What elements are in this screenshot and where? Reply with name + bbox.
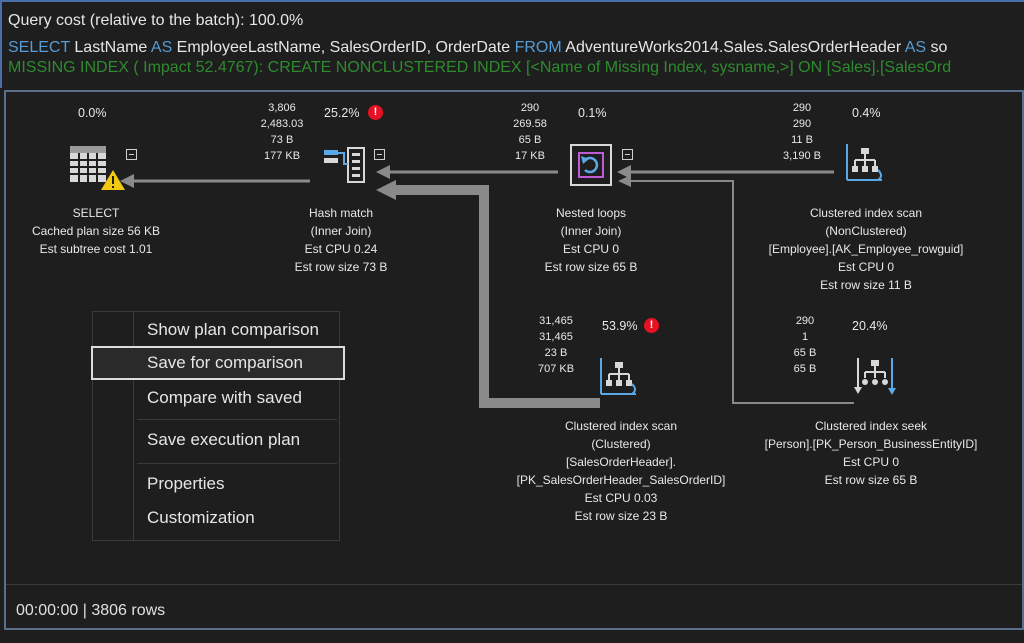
status-bar-text: 00:00:00 | 3806 rows	[16, 602, 166, 619]
warning-icon[interactable]: !	[644, 318, 659, 333]
employee-scan-detail-line: (NonClustered)	[825, 224, 907, 238]
sql-text: SELECT LastName AS EmployeeLastName, Sal…	[8, 39, 947, 57]
menu-gutter	[133, 312, 134, 540]
menu-item-customization[interactable]: Customization	[147, 508, 255, 527]
plan-connectors	[120, 165, 854, 408]
missing-index-text[interactable]: MISSING INDEX ( Impact 52.4767): CREATE …	[8, 59, 952, 76]
nested-loops-icon[interactable]	[568, 142, 616, 190]
nested-loops-node-name: Nested loops	[555, 206, 627, 220]
select-table-icon[interactable]	[68, 144, 128, 196]
clustered-index-seek-icon[interactable]	[852, 354, 898, 400]
hash-match-node-name: Hash match	[308, 206, 374, 220]
sql-text-segment: LastName	[69, 39, 151, 56]
sql-text-segment: AdventureWorks2014.Sales.SalesOrderHeade…	[561, 39, 905, 56]
seek-detail-line: Est row size 65 B	[824, 473, 918, 487]
warning-icon[interactable]: !	[368, 105, 383, 120]
hash-match-collapse-button[interactable]	[374, 149, 385, 160]
menu-separator	[137, 419, 337, 420]
seek-cost-percent: 20.4%	[852, 319, 888, 333]
soh-scan-cost-percent: 53.9%	[602, 319, 638, 333]
menu-item-save-for-comparison[interactable]: Save for comparison	[91, 346, 345, 380]
nested-loops-detail-line: (Inner Join)	[560, 224, 622, 238]
hash-match-detail-line: (Inner Join)	[310, 224, 372, 238]
nested-loops-cost-percent: 0.1%	[578, 106, 607, 120]
seek-detail-line: [Person].[PK_Person_BusinessEntityID]	[764, 437, 978, 451]
menu-separator	[137, 463, 337, 464]
soh-scan-detail-line: (Clustered)	[591, 437, 651, 451]
select-detail-line: Est subtree cost 1.01	[39, 242, 153, 256]
menu-item-save-execution-plan[interactable]: Save execution plan	[147, 430, 301, 449]
soh-scan-detail-line: Est row size 23 B	[574, 509, 668, 523]
select-node-name: SELECT	[72, 206, 120, 220]
soh-scan-detail-line: Est CPU 0.03	[584, 491, 658, 505]
menu-item-compare-with-saved[interactable]: Compare with saved	[147, 388, 302, 407]
nested-loops-detail-line: Est CPU 0	[562, 242, 619, 256]
sql-keyword: SELECT	[8, 39, 70, 56]
menu-item-properties[interactable]: Properties	[147, 474, 225, 493]
context-menu: Show plan comparison Save for comparison…	[91, 311, 345, 541]
query-cost-text: Query cost (relative to the batch): 100.…	[8, 12, 304, 29]
sql-text-segment: EmployeeLastName, SalesOrderID, OrderDat…	[172, 39, 515, 56]
hash-match-icon[interactable]	[322, 144, 368, 186]
menu-item-show-plan-comparison[interactable]: Show plan comparison	[147, 320, 319, 339]
employee-scan-cost-percent: 0.4%	[852, 106, 881, 120]
clustered-index-scan-icon[interactable]	[842, 140, 888, 186]
soh-scan-detail-line: [PK_SalesOrderHeader_SalesOrderID]	[516, 473, 726, 487]
query-header: Query cost (relative to the batch): 100.…	[0, 0, 1024, 88]
hash-match-cost-percent: 25.2%	[324, 106, 360, 120]
clustered-index-scan-icon[interactable]	[596, 354, 642, 400]
soh-scan-node-name: Clustered index scan	[564, 419, 678, 433]
employee-scan-detail-line: Est CPU 0	[837, 260, 894, 274]
sql-keyword: AS	[904, 39, 927, 56]
select-collapse-button[interactable]	[126, 149, 137, 160]
sql-text-segment: so	[926, 39, 948, 56]
seek-detail-line: Est CPU 0	[842, 455, 899, 469]
seek-node-name: Clustered index seek	[814, 419, 928, 433]
employee-scan-detail-line: Est row size 11 B	[820, 278, 912, 292]
nested-loops-detail-line: Est row size 65 B	[544, 260, 638, 274]
soh-scan-detail-line: [SalesOrderHeader].	[565, 455, 677, 469]
select-cost-percent: 0.0%	[78, 106, 107, 120]
employee-scan-node-name: Clustered index scan	[809, 206, 923, 220]
status-divider	[6, 584, 1022, 585]
employee-scan-detail-line: [Employee].[AK_Employee_rowguid]	[768, 242, 964, 256]
execution-plan-canvas[interactable]: 0.0% SELECT Cached plan size 56 KB Est s…	[4, 90, 1024, 630]
hash-match-detail-line: Est CPU 0.24	[304, 242, 378, 256]
sql-keyword: AS	[150, 39, 173, 56]
select-detail-line: Cached plan size 56 KB	[31, 224, 161, 238]
hash-match-detail-line: Est row size 73 B	[294, 260, 388, 274]
nested-loops-collapse-button[interactable]	[622, 149, 633, 160]
sql-keyword: FROM	[514, 39, 562, 56]
